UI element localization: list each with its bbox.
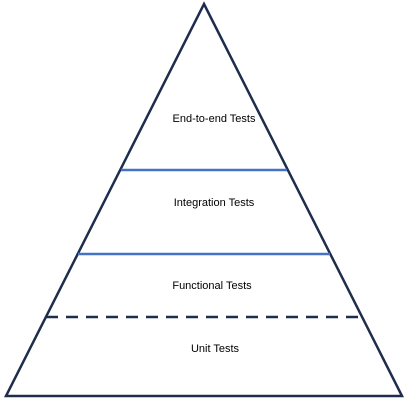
tier-label-end-to-end: End-to-end Tests [173, 113, 256, 125]
tier-label-integration: Integration Tests [174, 197, 255, 209]
tier-label-functional: Functional Tests [172, 280, 252, 292]
tier-label-unit: Unit Tests [191, 343, 240, 355]
pyramid-outline [3, 1, 405, 398]
